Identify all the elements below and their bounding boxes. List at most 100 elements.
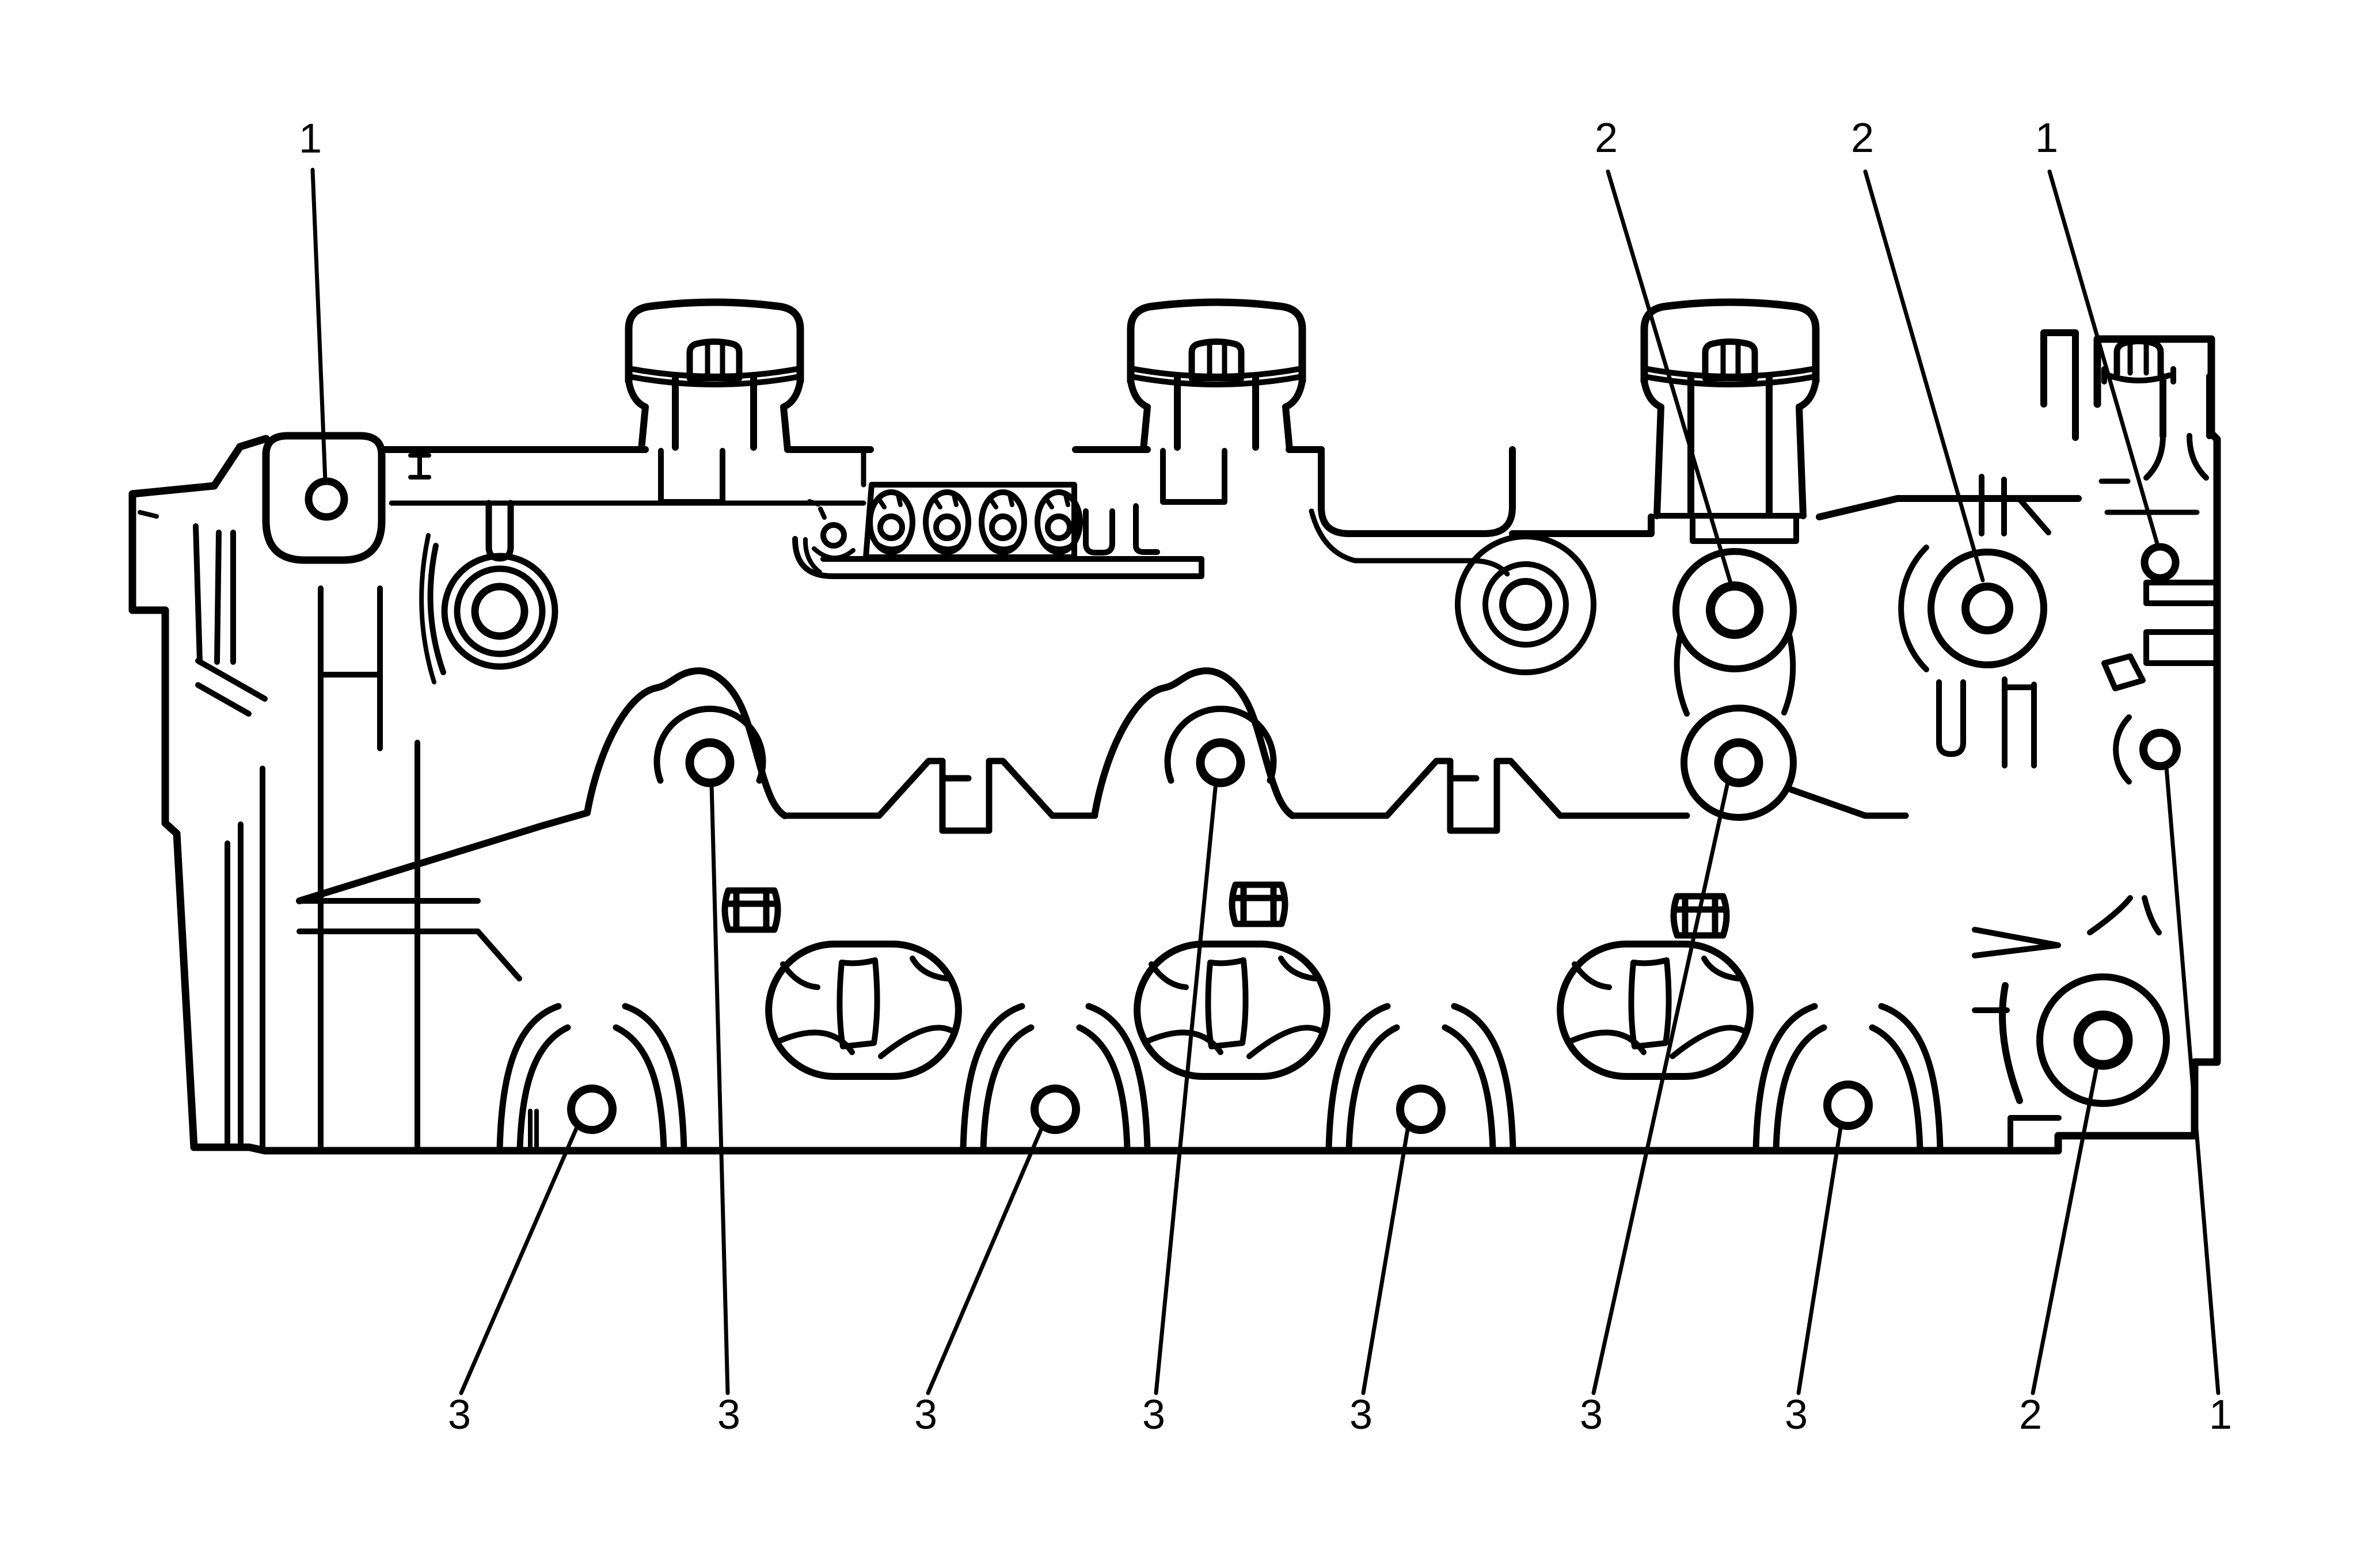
leader-line-lower-flange-hole-1 <box>459 1124 580 1395</box>
upper-boss-right <box>1927 549 2047 668</box>
strip-cell-oval-1 <box>867 489 915 555</box>
hump2-boss-arc <box>1164 705 1277 784</box>
mid-profile-notch-1 <box>781 758 1098 834</box>
leader-line-lower-flange-hole-4 <box>1796 1122 1843 1395</box>
port1-interior <box>774 956 954 1059</box>
tower2-boss <box>1174 375 1259 451</box>
left-ear <box>262 432 386 564</box>
hole-ring-1c <box>2139 729 2181 770</box>
hole-1c-boss-arc <box>2113 714 2132 785</box>
callout-label-8-mid-hump-hole-2: 3 <box>1142 1392 1165 1438</box>
outline-top-left <box>128 435 270 498</box>
strip-l-bracket <box>1133 503 1160 555</box>
hole-ring-3b <box>685 738 735 787</box>
leader-line-lower-right-boss-hole <box>2031 1064 2099 1395</box>
tower2-legs <box>1140 404 1293 453</box>
port3-interior <box>1566 956 1746 1059</box>
strip-end-pin <box>820 522 847 549</box>
strip-u-bracket <box>1083 508 1115 555</box>
leader-line-right-small-hole-top <box>2047 169 2160 548</box>
leader-line-left-ear-hole <box>310 168 328 484</box>
lower-right-boss <box>2036 973 2170 1107</box>
tower3-legs <box>1653 404 1807 519</box>
hole-ring-2a <box>1706 581 1763 639</box>
callout-label-9-lower-flange-hole-3: 3 <box>1349 1392 1373 1438</box>
shelf-shadow <box>1309 508 1510 577</box>
tower4-top <box>2093 335 2214 408</box>
strip-cell-pin-3 <box>989 513 1017 541</box>
left-mid-slot <box>296 898 522 981</box>
hump3-boss <box>1681 705 1797 821</box>
right-rect-1 <box>2143 580 2220 606</box>
mid-profile-right <box>1788 786 1909 819</box>
tower2-cap <box>1127 298 1306 385</box>
left-edge-tick <box>138 510 159 519</box>
figure8-neck <box>1674 632 1796 717</box>
callout-label-1-left-ear-hole: 1 <box>299 116 322 162</box>
strip-cell-arcs <box>873 541 1077 551</box>
upper-boss-right-arc <box>1898 545 1929 672</box>
port-square-2 <box>1229 881 1288 927</box>
outline-left-edge <box>128 490 198 1151</box>
tower2-bolt <box>1188 338 1245 382</box>
arch-4 <box>1752 1003 1944 1152</box>
left-rib-diagonals <box>195 658 268 717</box>
strip-base <box>792 536 1204 579</box>
lower-boss-left-edge <box>1999 982 2023 1104</box>
leader-line-upper-boss-hole-right <box>1863 169 1985 583</box>
lower-boss-top-curves <box>2087 895 2162 935</box>
tower1-legs <box>638 404 791 453</box>
callout-label-10-mid-hump-hole-3: 3 <box>1580 1392 1603 1438</box>
callout-label-2-upper-boss-hole-left: 2 <box>1595 115 1618 161</box>
lower-boss-block <box>2008 1115 2062 1148</box>
tower1-bolt-facets <box>705 342 725 380</box>
leader-line-upper-boss-hole-left <box>1606 169 1733 587</box>
left-ribs <box>193 523 236 665</box>
tower4-funnel <box>2143 433 2209 481</box>
hole-ring-3g <box>1823 1080 1873 1130</box>
strip-cell-oval-2 <box>923 489 971 555</box>
tower2-block <box>1160 448 1227 505</box>
strip-cell-pin-1 <box>877 513 905 541</box>
port1-outline <box>765 941 962 1080</box>
tower3-plinth <box>1654 513 1806 544</box>
tower1-cap <box>625 298 804 385</box>
tower4-bolt <box>2113 338 2164 378</box>
left-verticals <box>225 585 420 1152</box>
sensor-arc-left-outer <box>419 533 436 684</box>
hump2-cloud <box>1092 667 1296 819</box>
tower1-bolt <box>686 338 743 382</box>
hole-ring-3c <box>1031 1084 1080 1134</box>
tower3-bolt-facets <box>1720 342 1741 380</box>
rail-shelf <box>1509 513 1655 537</box>
sensor-hub-mid <box>454 565 546 657</box>
hole-ring-1b <box>2141 543 2180 582</box>
upper-boss-left <box>1672 548 1797 672</box>
right-quad <box>2101 653 2146 691</box>
leader-line-lower-flange-hole-2 <box>926 1124 1045 1395</box>
leader-line-mid-hump-hole-1 <box>709 782 730 1395</box>
callout-label-6-mid-hump-hole-1: 3 <box>717 1392 740 1438</box>
arch-3 <box>1325 1003 1516 1152</box>
leader-line-right-small-hole-mid <box>2164 765 2221 1395</box>
hole-ring-2b <box>1961 583 2013 634</box>
hump1-boss-arc <box>653 705 766 784</box>
leader-line-lower-flange-hole-3 <box>1361 1124 1410 1395</box>
rail-tub <box>1318 446 1516 537</box>
outline-bottom-edge <box>190 1058 2221 1155</box>
coolant-ring-inner <box>1499 578 1552 631</box>
sensor-neck <box>485 500 514 562</box>
hole-ring-2c <box>2073 1010 2133 1070</box>
mid-tower-legs <box>1979 474 2051 536</box>
port3-outline <box>1557 941 1754 1080</box>
strip-cell-oval-4 <box>1035 489 1083 555</box>
callout-label-3-upper-boss-hole-right: 2 <box>1851 115 1874 161</box>
right-pair-a <box>1936 679 1966 757</box>
arch-1 <box>496 1003 687 1152</box>
coolant-ring-outer <box>1455 534 1596 675</box>
mid-profile-left <box>296 809 591 904</box>
rail-bracket <box>408 453 431 480</box>
